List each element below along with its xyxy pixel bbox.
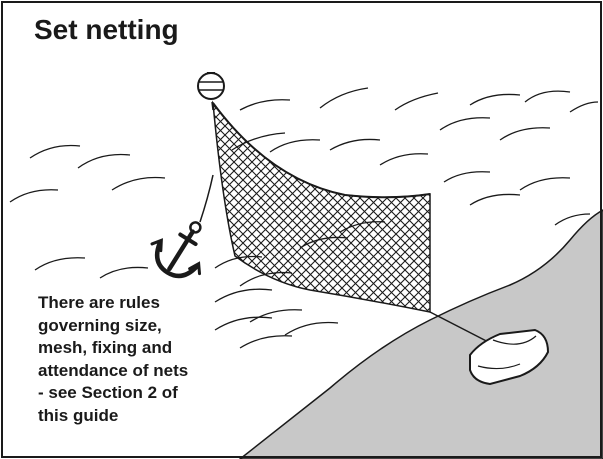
note-line: attendance of nets [38, 360, 238, 383]
note-line: mesh, fixing and [38, 337, 238, 360]
note-line: There are rules [38, 292, 238, 315]
regulation-note: There are rules governing size, mesh, fi… [38, 292, 238, 427]
note-line: - see Section 2 of [38, 382, 238, 405]
set-net [213, 103, 430, 312]
diagram-title: Set netting [34, 15, 179, 46]
anchor-icon [144, 208, 222, 287]
buoy-icon [198, 73, 224, 99]
note-line: governing size, [38, 315, 238, 338]
anchor-rope [200, 175, 213, 222]
buoy-line [212, 102, 213, 110]
note-line: this guide [38, 405, 238, 428]
